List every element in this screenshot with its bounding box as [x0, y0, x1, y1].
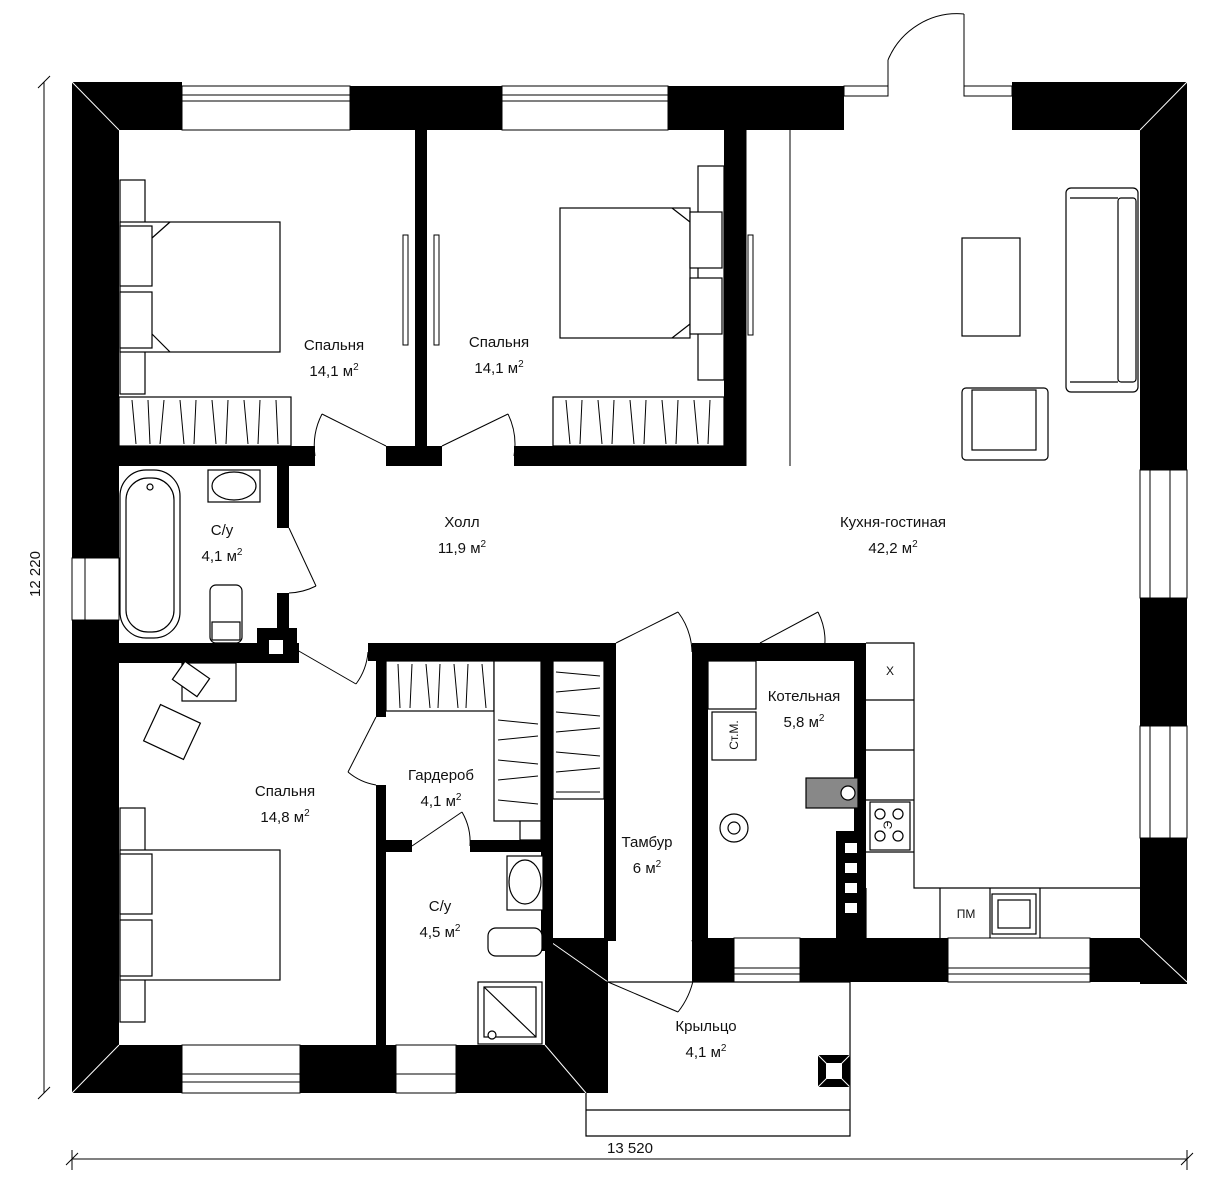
- area-value: 42,2: [868, 540, 898, 557]
- area-unit: м: [226, 548, 237, 565]
- doors: [288, 13, 965, 1013]
- area-unit: м: [445, 793, 456, 810]
- room-area: 6 м2: [632, 859, 662, 877]
- room-label-bedroom-1: Спальня 14,1 м2: [304, 335, 364, 383]
- area-unit: м: [808, 714, 819, 731]
- room-name: Спальня: [303, 337, 365, 354]
- fridge-label: Х: [885, 664, 895, 678]
- room-area: 4,5 м2: [419, 923, 461, 941]
- room-name: Крыльцо: [675, 1018, 737, 1035]
- area-unit: м: [293, 809, 305, 826]
- area-value: 14,8: [260, 809, 290, 826]
- room-label-bathroom-2: С/у 4,5 м2: [420, 896, 461, 944]
- room-name: Тамбур: [621, 834, 673, 851]
- area-unit: м: [342, 363, 354, 380]
- room-label-vestibule: Тамбур 6 м2: [622, 832, 673, 880]
- porch: [585, 981, 851, 1137]
- area-unit: м: [507, 360, 519, 377]
- room-name: Холл: [444, 514, 480, 531]
- dimension-lines: [37, 75, 1194, 1170]
- room-label-hall: Холл 11,9 м2: [438, 512, 486, 560]
- area-unit: м: [470, 540, 481, 557]
- furniture: [118, 165, 1140, 1045]
- area-unit: м: [710, 1044, 721, 1061]
- room-area: 4,1 м2: [420, 792, 462, 810]
- area-value: 4,1: [201, 548, 223, 565]
- area-unit: м: [901, 540, 913, 557]
- room-name: Спальня: [468, 334, 530, 351]
- dishwasher-label: ПМ: [956, 907, 976, 921]
- washer-label: Ст.М.: [727, 720, 741, 750]
- area-value: 4,1: [420, 793, 442, 810]
- room-name: С/у: [428, 898, 452, 915]
- area-unit: м: [444, 924, 455, 941]
- room-area: 11,9 м2: [437, 539, 487, 557]
- interior-walls: [119, 130, 866, 1045]
- room-name: Гардероб: [408, 767, 474, 784]
- room-area: 42,2 м2: [868, 539, 918, 557]
- dim-width-label: 13 520: [607, 1140, 653, 1157]
- room-name: С/у: [210, 522, 234, 539]
- room-area: 14,1 м2: [309, 362, 359, 380]
- area-value: 5,8: [783, 714, 805, 731]
- room-area: 14,8 м2: [260, 808, 310, 826]
- area-value: 4,1: [685, 1044, 707, 1061]
- area-value: 11,9: [437, 540, 467, 557]
- area-value: 4,5: [419, 924, 441, 941]
- ventilation-blocks: [845, 843, 857, 913]
- stove-label: Э: [881, 820, 895, 830]
- room-name: Спальня: [254, 783, 316, 800]
- closet-hatching: [131, 399, 711, 805]
- room-area: 4,1 м2: [685, 1043, 727, 1061]
- room-label-kitchen-living: Кухня-гостиная 42,2 м2: [840, 512, 946, 560]
- room-label-porch: Крыльцо 4,1 м2: [675, 1016, 736, 1064]
- room-name: Кухня-гостиная: [839, 514, 947, 531]
- porch-column: [262, 633, 851, 1088]
- dim-height-label: 12 220: [27, 551, 44, 597]
- area-value: 6: [632, 860, 642, 877]
- room-label-bedroom-3: Спальня 14,8 м2: [255, 781, 315, 829]
- exterior-walls: [72, 82, 1187, 1093]
- area-value: 14,1: [474, 360, 504, 377]
- room-name: Котельная: [767, 688, 841, 705]
- room-area: 5,8 м2: [783, 713, 825, 731]
- room-label-wardrobe: Гардероб 4,1 м2: [408, 765, 474, 813]
- room-label-bathroom-1: С/у 4,1 м2: [202, 520, 243, 568]
- room-label-boiler-room: Котельная 5,8 м2: [768, 686, 841, 734]
- area-unit: м: [645, 860, 656, 877]
- area-value: 14,1: [309, 363, 339, 380]
- room-label-bedroom-2: Спальня 14,1 м2: [469, 332, 529, 380]
- room-area: 4,1 м2: [201, 547, 243, 565]
- windows: [71, 85, 1188, 1094]
- wall-corner-lines: [71, 81, 1188, 1094]
- sliding-doors: [402, 130, 791, 466]
- room-area: 14,1 м2: [474, 359, 524, 377]
